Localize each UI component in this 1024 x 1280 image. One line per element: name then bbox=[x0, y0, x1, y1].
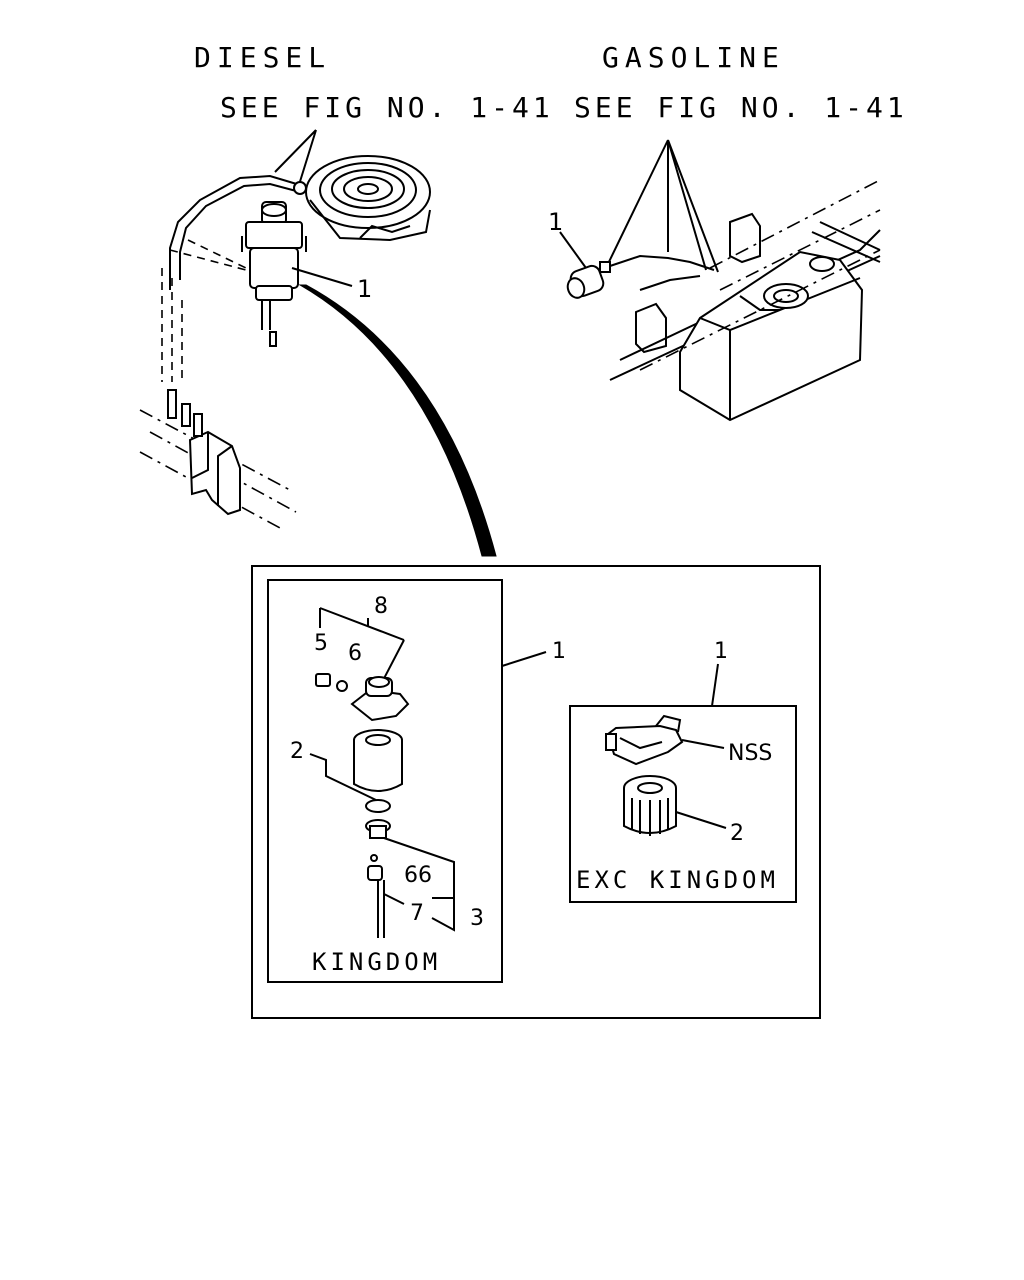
washer bbox=[336, 680, 348, 692]
dashed-fuel-lines bbox=[161, 268, 183, 382]
inset-right-leader bbox=[711, 663, 719, 707]
gasoline-title: GASOLINE bbox=[602, 41, 785, 74]
spin-on-filter bbox=[623, 775, 677, 836]
detail-pointer-arrow bbox=[298, 284, 497, 557]
inset-right-callout-1: 1 bbox=[714, 639, 728, 664]
detail-frame bbox=[251, 565, 821, 1019]
filter-head bbox=[350, 676, 410, 722]
gasoline-fig-ref: SEE FIG NO. 1-41 bbox=[574, 91, 908, 124]
fuel-hose bbox=[169, 174, 301, 290]
drum-pulley bbox=[305, 155, 431, 242]
diesel-fuel-filter bbox=[241, 201, 307, 347]
callout-nss: NSS bbox=[728, 741, 772, 766]
filter-bracket-head bbox=[605, 714, 684, 766]
kingdom-inset: 8 5 6 2 66 7 bbox=[267, 579, 503, 983]
callout-8-bracket bbox=[319, 607, 405, 691]
gasoline-callout-1: 1 bbox=[548, 208, 563, 236]
kingdom-caption: KINGDOM bbox=[312, 948, 441, 976]
bolt bbox=[315, 673, 331, 687]
exc-kingdom-inset: 1 NSS 2 EXC KINGDOM bbox=[569, 639, 797, 903]
callout-66: 66 bbox=[404, 863, 432, 888]
gasoline-ref-leader bbox=[605, 139, 719, 273]
diesel-fig-ref: SEE FIG NO. 1-41 bbox=[220, 91, 554, 124]
drain-plug bbox=[365, 819, 391, 938]
callout-2-exc-leader bbox=[675, 811, 727, 829]
gasoline-fuel-filter: 1 bbox=[548, 208, 611, 299]
exc-kingdom-inset-frame bbox=[569, 705, 797, 903]
callout-7: 7 bbox=[410, 901, 424, 926]
filter-cartridge bbox=[353, 729, 403, 813]
diesel-assembly: 1 bbox=[139, 129, 431, 529]
callout-2-kingdom: 2 bbox=[290, 739, 304, 764]
callout-2-exc: 2 bbox=[730, 821, 744, 846]
kingdom-inset-frame bbox=[267, 579, 503, 983]
diesel-title: DIESEL bbox=[194, 41, 331, 74]
callout-8: 8 bbox=[374, 594, 388, 619]
nss-leader bbox=[681, 739, 725, 749]
frame-rail bbox=[139, 389, 297, 529]
callout-6: 6 bbox=[348, 641, 362, 666]
gasoline-assembly: 1 bbox=[548, 139, 881, 422]
callout-3-bracket bbox=[383, 837, 455, 899]
o-ring bbox=[365, 799, 391, 813]
diesel-callout-1: 1 bbox=[357, 275, 372, 303]
diesel-callout-leader bbox=[291, 267, 353, 287]
fuel-tank bbox=[609, 179, 881, 422]
callout-5: 5 bbox=[314, 631, 328, 656]
diesel-ref-leader bbox=[274, 129, 317, 189]
inset-left-leader bbox=[501, 651, 547, 667]
inset-left-callout-1: 1 bbox=[552, 639, 566, 664]
exc-kingdom-caption: EXC KINGDOM bbox=[576, 866, 779, 894]
callout-3: 3 bbox=[470, 906, 484, 931]
callout-2-leader bbox=[309, 753, 377, 801]
